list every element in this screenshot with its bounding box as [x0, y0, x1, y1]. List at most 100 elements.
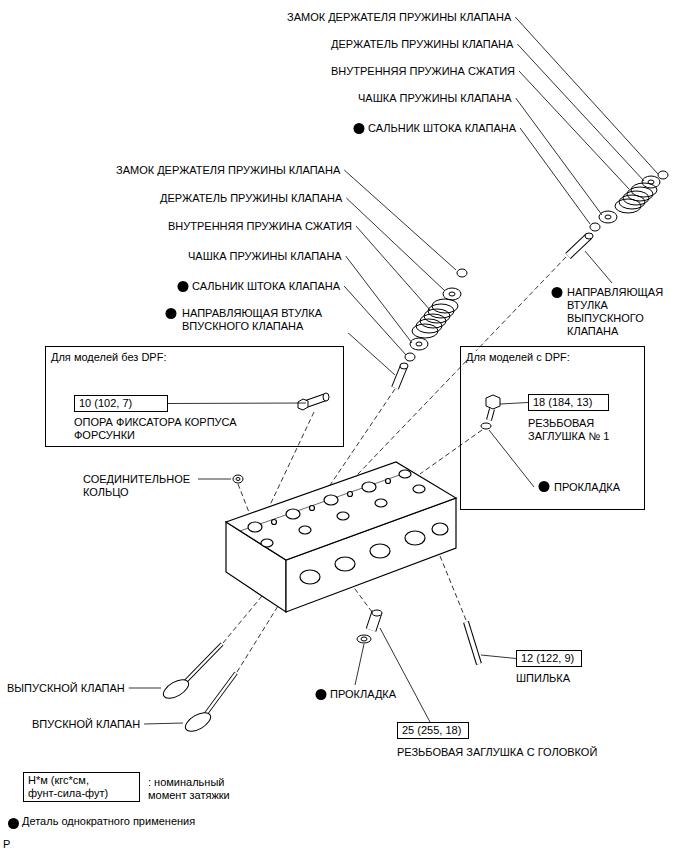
gasket — [357, 635, 371, 643]
valve-guide-end — [400, 363, 408, 369]
intake-valve-stem — [205, 673, 236, 715]
head-journal — [399, 470, 411, 478]
leader-line — [500, 403, 528, 405]
head-journal — [299, 526, 311, 534]
stem-seal — [405, 353, 415, 361]
torque-value: 25 (255, 18) — [398, 723, 468, 738]
gasket-hole — [361, 637, 367, 641]
exhaust-valve-stem — [184, 644, 222, 683]
leader-line — [519, 71, 629, 189]
head-top-face — [226, 462, 456, 560]
torque-box: 25 (255, 18) — [397, 722, 469, 739]
stud — [466, 622, 479, 664]
stud-body — [466, 622, 479, 664]
head-port — [370, 544, 390, 558]
plug-stem — [489, 409, 492, 420]
part-label: РЕЗЬБОВАЯ ЗАГЛУШКА № 1 — [528, 417, 628, 443]
assembly-line — [352, 585, 372, 612]
head-journal — [337, 512, 349, 520]
leader-line — [517, 44, 644, 181]
gasket — [481, 423, 491, 429]
leader-line — [516, 98, 602, 215]
head-journal — [413, 485, 425, 493]
intake-valve-head — [182, 709, 213, 735]
leader-line — [585, 251, 612, 283]
part-label: ДЕРЖАТЕЛЬ ПРУЖИНЫ КЛАПАНА — [331, 38, 513, 51]
head-journal — [261, 539, 273, 547]
spring-seat — [599, 211, 617, 223]
valve-guide — [568, 236, 589, 256]
single-use-dot — [166, 308, 177, 319]
intake-valve-stem-body — [205, 673, 236, 715]
leader-line — [515, 17, 658, 174]
coupling-ring-hole — [236, 478, 240, 481]
head-journal — [248, 522, 262, 532]
spring-seat-hole — [605, 215, 611, 219]
head-detail-line — [240, 472, 408, 531]
part-label: САЛЬНИК ШТОКА КЛАПАНА — [192, 280, 340, 293]
injector-hole — [386, 479, 391, 484]
part-label: ЧАШКА ПРУЖИНЫ КЛАПАНА — [188, 250, 342, 263]
leader-line — [481, 655, 516, 659]
leader-line — [144, 723, 183, 724]
torque-box: 18 (184, 13) — [528, 394, 609, 411]
injector-support-end — [323, 393, 329, 401]
valve-guide-body — [568, 236, 589, 256]
assembly-line — [440, 556, 466, 620]
part-label: ВНУТРЕННЯЯ ПРУЖИНА СЖАТИЯ — [331, 65, 515, 78]
single-use-dot — [178, 281, 189, 292]
part-label: ВЫПУСКНОЙ КЛАПАН — [7, 682, 125, 695]
part-label: РЕЗЬБОВАЯ ЗАГЛУШКА С ГОЛОВКОЙ — [397, 746, 597, 759]
part-label: СОЕДИНИТЕЛЬНОЕ КОЛЬЦО — [83, 473, 198, 499]
coupling-ring — [233, 475, 243, 483]
variant-box: Для моделей с DPF: РЕЗЬБОВАЯ ЗАГЛУШКА № 1… — [460, 346, 645, 510]
valve-lock — [457, 269, 467, 277]
exhaust-valve-stem-body — [184, 644, 222, 683]
spring-seat-hole — [416, 342, 422, 346]
leader-line — [356, 226, 430, 310]
head-port — [335, 557, 355, 571]
torque-value: 10 (102, 7) — [75, 396, 167, 411]
torque-value: 18 (184, 13) — [529, 395, 608, 410]
part-label: САЛЬНИК ШТОКА КЛАПАНА — [368, 122, 516, 135]
left-valve-parts — [395, 269, 467, 388]
assembly-line — [335, 257, 566, 498]
head-journal — [375, 499, 387, 507]
single-use-dot — [354, 123, 365, 134]
head-port — [405, 531, 425, 545]
box-heading: Для моделей без DPF: — [51, 351, 166, 364]
exhaust-valve-head — [160, 676, 191, 702]
part-label: ОПОРА ФИКСАТОРА КОРПУСА ФОРСУНКИ — [74, 416, 274, 442]
spring-retainer-hole — [449, 292, 455, 296]
part-label: ЗАМОК ДЕРЖАТЕЛЯ ПРУЖИНЫ КЛАПАНА — [116, 164, 340, 177]
assembly-line — [223, 596, 262, 643]
spring-coil — [412, 324, 438, 338]
head-port — [432, 523, 448, 535]
head-journal — [286, 509, 300, 519]
small-parts — [160, 393, 500, 735]
leader-line — [355, 644, 364, 685]
leader-line — [194, 479, 231, 480]
spring-seat — [410, 338, 428, 350]
cylinder-head — [226, 462, 456, 612]
legend-text: : номинальный момент затяжки — [148, 776, 238, 802]
spring-retainer — [443, 288, 461, 300]
valve-lock — [658, 171, 668, 179]
box-heading: Для моделей с DPF: — [466, 351, 570, 364]
single-use-dot — [539, 481, 550, 492]
part-label: ПРОКЛАДКА — [330, 688, 396, 701]
leader-line — [168, 403, 306, 405]
legend-key-box: Н*м (кгс*см, фунт-сила-фут) — [23, 772, 140, 802]
leader-line — [344, 170, 456, 270]
part-label: НАПРАВЛЯЮЩАЯ ВТУЛКА ВЫПУСКНОГО КЛАПАНА — [567, 286, 677, 338]
single-use-dot — [316, 689, 327, 700]
leader-line — [129, 688, 161, 689]
part-label: ШПИЛЬКА — [516, 672, 570, 685]
valve-guide-end — [585, 233, 593, 239]
leader-line — [520, 128, 590, 224]
spring-coil — [615, 199, 641, 213]
part-label: ЧАШКА ПРУЖИНЫ КЛАПАНА — [358, 92, 512, 105]
single-use-dot — [552, 287, 563, 298]
head-port — [300, 570, 320, 584]
part-label: ВПУСКНОЙ КЛАПАН — [32, 718, 140, 731]
